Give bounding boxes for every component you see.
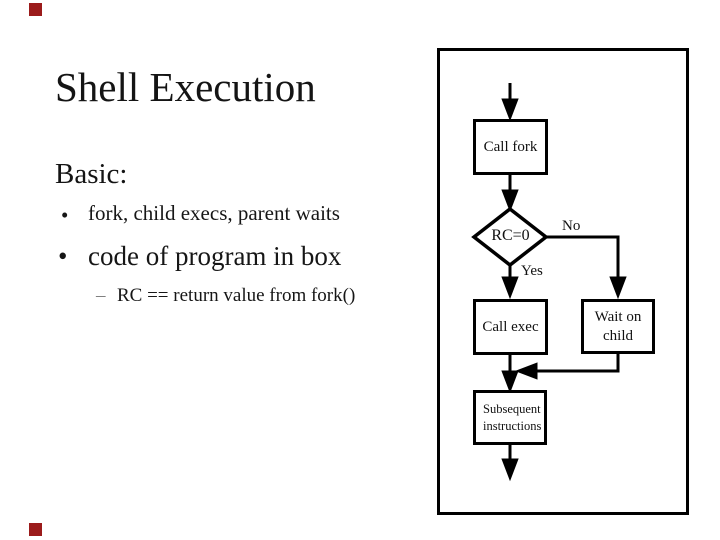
node-wait-on-child-label: Wait on child <box>594 308 642 344</box>
edge-label-no: No <box>562 218 581 234</box>
slide-title: Shell Execution <box>55 64 316 110</box>
bullet-item-fork: fork, child execs, parent waits <box>88 201 340 225</box>
corner-marker-bottom-left-icon <box>29 523 42 536</box>
bullet-marker: • <box>58 241 68 271</box>
node-wait-on-child: Wait on child <box>581 299 655 354</box>
node-decision-label: RC=0 <box>491 227 530 244</box>
sub-bullet-item-rc: RC == return value from fork() <box>117 285 356 306</box>
node-call-fork: Call fork <box>473 119 548 175</box>
node-call-exec: Call exec <box>473 299 548 355</box>
corner-marker-top-left-icon <box>29 3 42 16</box>
section-heading: Basic: <box>55 158 128 190</box>
bullet-marker: • <box>61 203 69 227</box>
node-subsequent-instructions-label: Subsequent instructions <box>483 401 542 433</box>
edge-label-yes: Yes <box>521 263 543 279</box>
node-subsequent-instructions: Subsequent instructions <box>473 390 547 445</box>
sub-bullet-dash: – <box>96 285 106 306</box>
bullet-item-code: code of program in box <box>88 241 342 271</box>
